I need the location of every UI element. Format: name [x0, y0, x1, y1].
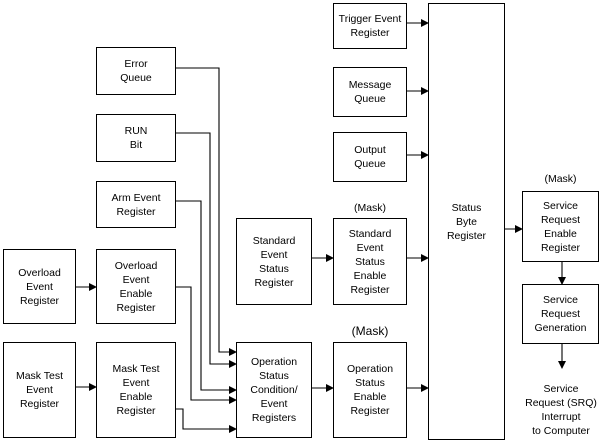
line-overloadenable-to-opcond — [176, 286, 237, 404]
overload-event-enable-register: Overload Event Enable Register — [96, 249, 176, 324]
mask-label-standard: (Mask) — [353, 202, 387, 214]
mask-label-operation: (Mask) — [351, 324, 389, 338]
service-request-interrupt-label: Service Request (SRQ) Interrupt to Compu… — [525, 383, 597, 437]
output-queue: Output Queue — [333, 132, 407, 182]
run-bit: RUN Bit — [96, 114, 176, 162]
trigger-event-register: Trigger Event Register — [333, 3, 407, 49]
line-errorqueue-to-opcond — [176, 67, 237, 356]
line-masktestenable-to-opcond — [176, 408, 237, 433]
line-runbit-to-opcond — [176, 132, 237, 368]
mask-label-srq: (Mask) — [544, 173, 577, 185]
operation-status-enable-register: Operation Status Enable Register — [333, 342, 407, 438]
mask-test-event-enable-register: Mask Test Event Enable Register — [96, 342, 176, 438]
message-queue: Message Queue — [333, 67, 407, 117]
standard-event-status-enable-register: Standard Event Status Enable Register — [333, 218, 407, 305]
standard-event-status-register: Standard Event Status Register — [236, 218, 312, 305]
arm-event-register: Arm Event Register — [96, 181, 176, 228]
status-byte-register: Status Byte Register — [428, 3, 505, 440]
service-request-generation: Service Request Generation — [522, 284, 599, 344]
operation-status-condition-event-registers: Operation Status Condition/ Event Regist… — [236, 342, 312, 438]
overload-event-register: Overload Event Register — [3, 249, 76, 324]
service-request-enable-register: Service Request Enable Register — [522, 191, 599, 262]
line-armevent-to-opcond — [176, 200, 237, 394]
error-queue: Error Queue — [96, 47, 176, 95]
mask-test-event-register: Mask Test Event Register — [3, 342, 76, 438]
